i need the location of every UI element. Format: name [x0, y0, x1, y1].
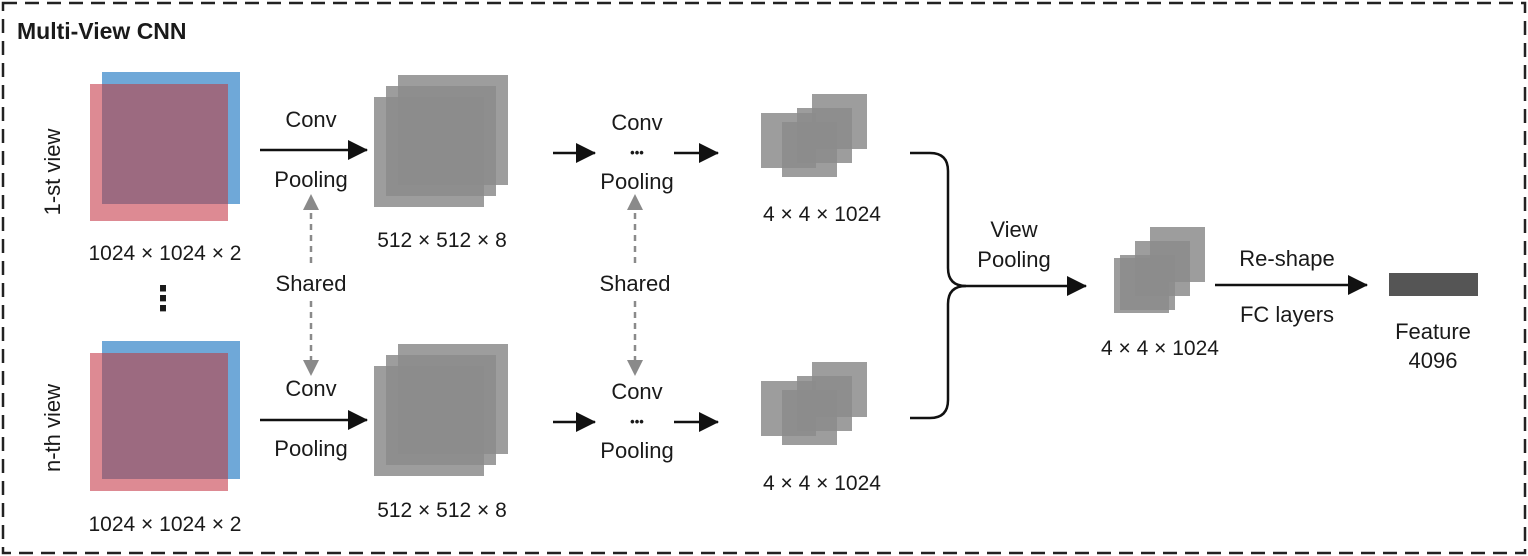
fc-layers-label: FC layers — [1240, 302, 1334, 327]
view-label-first: 1-st view — [40, 128, 65, 215]
input-stack-nth-view — [90, 341, 240, 491]
feature-vector-bar — [1389, 273, 1478, 296]
conv1-feature-stack-top — [374, 75, 508, 207]
deep-dim-label-top: 4 × 4 × 1024 — [763, 203, 881, 226]
shared-label-1: Shared — [276, 271, 347, 296]
deep-feature-stack-top — [761, 94, 867, 177]
pooling-label-top-2: Pooling — [600, 169, 673, 194]
pooling-label-bottom-2: Pooling — [600, 438, 673, 463]
conv-label-bottom-2: Conv — [611, 379, 662, 404]
reshape-label: Re-shape — [1239, 246, 1334, 271]
pooling-label-bottom-1: Pooling — [274, 436, 347, 461]
diagram-title: Multi-View CNN — [17, 18, 187, 44]
conv1-dim-label-bottom: 512 × 512 × 8 — [377, 499, 507, 522]
feature-label: Feature — [1395, 319, 1471, 344]
input-dim-label-first: 1024 × 1024 × 2 — [89, 242, 242, 265]
conv-label-bottom-1: Conv — [285, 376, 336, 401]
input-stack-first-view — [90, 72, 240, 221]
pooled-feature-stack — [1114, 227, 1205, 313]
dots-top: ••• — [630, 145, 644, 160]
view-pooling-bracket — [910, 151, 967, 420]
view-label-nth: n-th view — [40, 384, 65, 472]
view-pooling-label-1: View — [990, 217, 1037, 242]
feature-size-label: 4096 — [1409, 348, 1458, 373]
view-pooling-label-2: Pooling — [977, 247, 1050, 272]
conv1-dim-label-top: 512 × 512 × 8 — [377, 229, 507, 252]
conv-label-top-1: Conv — [285, 107, 336, 132]
shared-label-2: Shared — [600, 271, 671, 296]
conv-label-top-2: Conv — [611, 110, 662, 135]
pooling-label-top-1: Pooling — [274, 167, 347, 192]
dots-bottom: ••• — [630, 414, 644, 429]
input-dim-label-nth: 1024 × 1024 × 2 — [89, 513, 242, 536]
deep-dim-label-bottom: 4 × 4 × 1024 — [763, 472, 881, 495]
views-ellipsis: ⋮ — [146, 280, 180, 318]
pooled-dim-label: 4 × 4 × 1024 — [1101, 337, 1219, 360]
conv1-feature-stack-bottom — [374, 344, 508, 476]
deep-feature-stack-bottom — [761, 362, 867, 445]
